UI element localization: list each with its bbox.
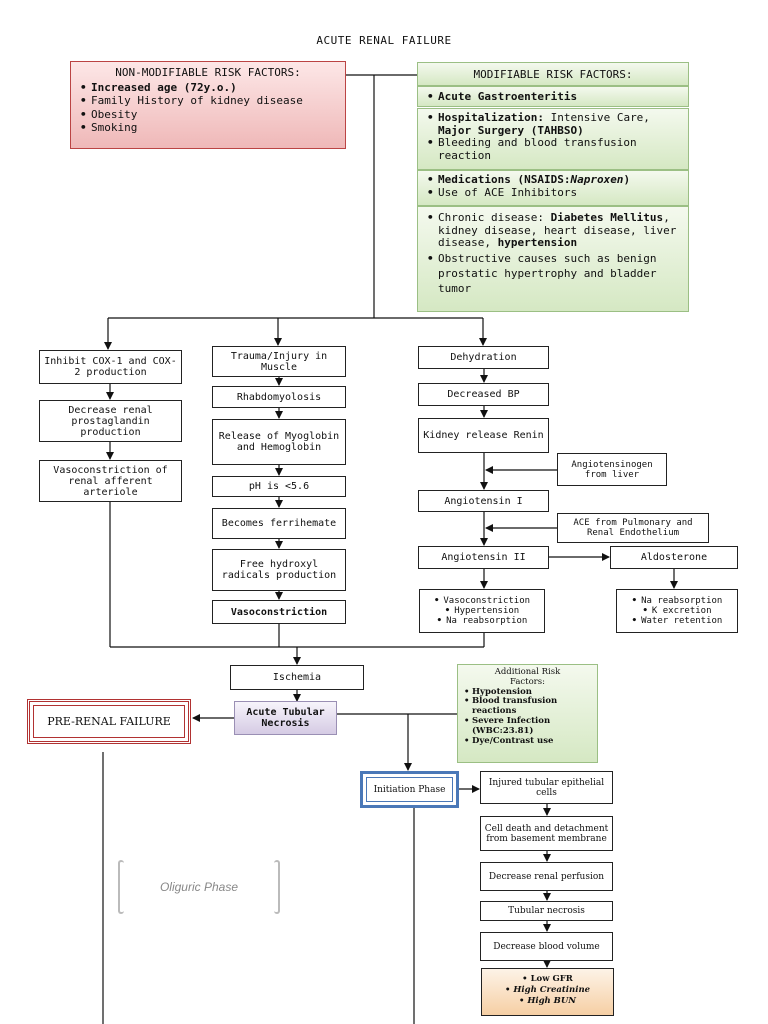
box-ischemia: Ischemia	[230, 665, 364, 690]
box-decrease-renal-perfusion: Decrease renal perfusion	[480, 862, 613, 891]
box-ace-enzyme: ACE from Pulmonary and Renal Endothelium	[557, 513, 709, 543]
oliguric-left-bracket	[118, 860, 124, 914]
modifiable-medication-box: Medications (NSAIDS:Naproxen) Use of ACE…	[417, 170, 689, 206]
box-angiotensin-2: Angiotensin II	[418, 546, 549, 569]
modifiable-gastro-box: Acute Gastroenteritis	[417, 86, 689, 107]
additional-risk-heading: Additional Risk Factors:	[494, 667, 561, 687]
hospitalization-label: Hospitalization:	[438, 111, 544, 124]
risk-item-bleeding: Bleeding and blood transfusion reaction	[426, 136, 680, 162]
risk-item-obstructive: Obstructive causes such as benign prosta…	[426, 251, 680, 296]
risk-item-smoking: Smoking	[79, 121, 337, 135]
box-acute-tubular-necrosis: Acute Tubular Necrosis	[234, 701, 337, 735]
box-initiation-phase: Initiation Phase	[360, 771, 459, 808]
box-decrease-blood-volume: Decrease blood volume	[480, 932, 613, 961]
additional-risk-hypotension: Hypotension	[463, 687, 592, 698]
non-modifiable-risk-box: NON-MODIFIABLE RISK FACTORS: Increased a…	[70, 61, 346, 149]
chronic-prefix: Chronic disease:	[438, 211, 544, 224]
finding-low-gfr-text: Low GFR	[530, 974, 573, 984]
box-vasoconstriction-afferent: Vasoconstriction of renal afferent arter…	[39, 460, 182, 502]
box-renin: Kidney release Renin	[418, 418, 549, 453]
risk-item-ace-inhibitors: Use of ACE Inhibitors	[426, 186, 680, 200]
box-decrease-prostaglandin: Decrease renal prostaglandin production	[39, 400, 182, 442]
box-aldosterone: Aldosterone	[610, 546, 738, 569]
finding-low-gfr: • Low GFR	[522, 974, 573, 984]
additional-risk-box: Additional Risk Factors: Hypotension Blo…	[457, 664, 598, 763]
medication-drug: Naproxen	[570, 173, 624, 186]
effect-aldo-na-reabsorption: Na reabsorption	[632, 596, 722, 606]
box-release-myoglobin: Release of Myoglobin and Hemoglobin	[212, 419, 346, 465]
additional-risk-infection: Severe Infection (WBC:23.81)	[463, 716, 592, 737]
effect-na-reabsorption: Na reabsorption	[434, 616, 530, 626]
additional-risk-transfusion: Blood transfusion reactions	[463, 697, 592, 717]
box-pre-renal-failure: PRE-RENAL FAILURE	[27, 699, 191, 744]
oliguric-phase-label: Oliguric Phase	[118, 860, 280, 914]
modifiable-hospital-box: Hospitalization: Intensive Care, Major S…	[417, 108, 689, 170]
box-cell-death: Cell death and detachment from basement …	[480, 816, 613, 851]
finding-high-creatinine-text: High Creatinine	[513, 985, 591, 995]
box-trauma: Trauma/Injury in Muscle	[212, 346, 346, 377]
box-inhibit-cox: Inhibit COX-1 and COX-2 production	[39, 350, 182, 384]
risk-item-hospitalization: Hospitalization: Intensive Care, Major S…	[426, 111, 680, 137]
modifiable-heading: MODIFIABLE RISK FACTORS:	[417, 62, 689, 86]
risk-item-medications: Medications (NSAIDS:Naproxen)	[426, 173, 680, 187]
oliguric-right-bracket	[274, 860, 280, 914]
box-decreased-bp: Decreased BP	[418, 383, 549, 406]
oliguric-phase-text: Oliguric Phase	[159, 880, 239, 894]
surgery-text: Major Surgery (TAHBSO)	[438, 123, 584, 137]
box-vasoconstriction-muscle: Vasoconstriction	[212, 600, 346, 624]
box-rhabdomyolysis: Rhabdomyolosis	[212, 386, 346, 408]
finding-high-creatinine: • High Creatinine	[504, 985, 591, 995]
box-angiotensinogen: Angiotensinogen from liver	[557, 453, 667, 486]
diagram-title: ACUTE RENAL FAILURE	[316, 34, 452, 47]
risk-item-family-history: Family History of kidney disease	[79, 94, 337, 108]
additional-risk-dye: Dye/Contrast use	[463, 736, 592, 747]
finding-high-bun-text: High BUN	[527, 996, 577, 1006]
risk-item-obesity: Obesity	[79, 108, 337, 122]
box-tubular-necrosis: Tubular necrosis	[480, 901, 613, 921]
chronic-middle: , kidney disease, heart disease, liver d…	[438, 211, 677, 249]
non-modifiable-heading: NON-MODIFIABLE RISK FACTORS:	[115, 66, 301, 79]
chronic-hypertension: hypertension	[497, 236, 578, 249]
risk-item-chronic-disease: Chronic disease: Diabetes Mellitus, kidn…	[426, 211, 680, 250]
box-lab-findings: • Low GFR • High Creatinine • High BUN	[481, 968, 614, 1016]
risk-item-age: Increased age (72y.o.)	[79, 81, 337, 95]
box-ferrihemate: Becomes ferrihemate	[212, 508, 346, 539]
effect-water-retention: Water retention	[632, 616, 722, 626]
medication-close: )	[623, 173, 631, 186]
finding-high-bun: • High BUN	[518, 996, 577, 1006]
effect-hypertension: Hypertension	[434, 606, 530, 616]
risk-item-gastroenteritis: Acute Gastroenteritis	[426, 90, 680, 104]
box-injured-tubular-cells: Injured tubular epithelial cells	[480, 771, 613, 804]
modifiable-chronic-box: Chronic disease: Diabetes Mellitus, kidn…	[417, 206, 689, 312]
box-free-radicals: Free hydroxyl radicals production	[212, 549, 346, 591]
box-dehydration: Dehydration	[418, 346, 549, 369]
medication-label: Medications (NSAIDS:	[438, 173, 571, 186]
effect-k-excretion: K excretion	[632, 606, 723, 616]
box-angiotensin-1: Angiotensin I	[418, 490, 549, 512]
box-ph: pH is <5.6	[212, 476, 346, 497]
box-angiotensin-2-effects: Vasoconstriction Hypertension Na reabsor…	[419, 589, 545, 633]
hospitalization-text: Intensive Care,	[550, 111, 650, 124]
chronic-diabetes: Diabetes Mellitus	[550, 211, 664, 224]
box-aldosterone-effects: Na reabsorption K excretion Water retent…	[616, 589, 738, 633]
effect-vasoconstriction: Vasoconstriction	[434, 596, 530, 606]
